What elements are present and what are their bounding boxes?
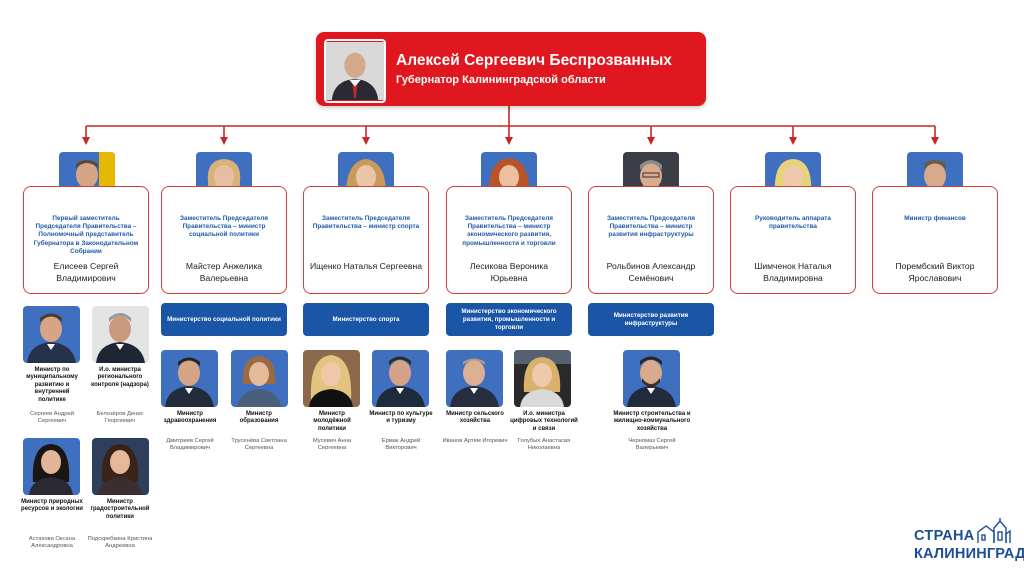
person-portrait-icon	[446, 350, 503, 407]
minister-name: Трусенёва Светлана Сергеевна	[231, 438, 287, 452]
deputy-name: Шимченок Наталья Владимировна	[754, 261, 832, 283]
person-portrait-icon	[231, 350, 288, 407]
deputy-position: Заместитель Председателя Правительства –…	[179, 215, 269, 239]
ministry-label-economy: Министерство экономического развития, пр…	[446, 303, 572, 336]
minister-name: Дмитриев Сергей Владимирович	[166, 438, 214, 452]
governor-title: Губернатор Калининградской области	[396, 74, 606, 86]
governor-box: Алексей Сергеевич Беспрозванных Губернат…	[316, 32, 706, 106]
deputy-card-3: Заместитель Председателя Правительства –…	[446, 186, 572, 294]
minister-name: Подскребкина Кристина Андреевна	[87, 536, 153, 550]
deputy-card-4: Заместитель Председателя Правительства –…	[588, 186, 714, 294]
ministry-label-sport: Министерство спорта	[303, 303, 429, 336]
minister-photo-7	[372, 350, 429, 407]
deputy-position: Первый заместитель Председателя Правител…	[33, 215, 139, 255]
minister-photo-8	[446, 350, 503, 407]
deputy-card-2: Заместитель Председателя Правительства –…	[303, 186, 429, 294]
logo-line-1: СТРАНА	[914, 528, 975, 544]
minister-position: Министр образования	[239, 411, 279, 425]
deputy-card-5: Руководитель аппарата правительства Шимч…	[730, 186, 856, 294]
minister-position: Министр природных ресурсов и экологии	[21, 499, 83, 513]
minister-name: Астахова Оксана Александровна	[28, 536, 76, 550]
minister-photo-10	[623, 350, 680, 407]
governor-name: Алексей Сергеевич Беспрозванных	[396, 52, 672, 69]
deputy-card-0: Первый заместитель Председателя Правител…	[23, 186, 149, 294]
person-portrait-icon	[514, 350, 571, 407]
minister-photo-3	[92, 438, 149, 495]
ministry-label-infrastructure: Министерство развития инфраструктуры	[588, 303, 714, 336]
minister-position: Министр градостроительной политики	[90, 499, 150, 520]
logo-line-2: КАЛИНИНГРАД	[914, 546, 1024, 562]
minister-position: Министр по культуре и туризму	[369, 411, 433, 425]
person-portrait-icon	[623, 350, 680, 407]
person-portrait-icon	[303, 350, 360, 407]
deputy-position: Заместитель Председателя Правительства –…	[462, 215, 556, 247]
minister-position: Министр сельского хозяйства	[446, 411, 504, 425]
person-portrait-icon	[23, 438, 80, 495]
minister-position: И.о. министра регионального контроля (на…	[91, 367, 149, 388]
minister-photo-9	[514, 350, 571, 407]
person-portrait-icon	[161, 350, 218, 407]
person-portrait-icon	[326, 42, 384, 100]
cathedral-icon	[977, 518, 1011, 543]
minister-position: Министр здравоохранения	[163, 411, 217, 425]
deputy-position: Руководитель аппарата правительства	[755, 215, 831, 231]
minister-name: Голубых Анастасия Николаевна	[517, 438, 571, 452]
minister-name: Сергеев Андрей Сергеевич	[30, 411, 74, 425]
minister-photo-0	[23, 306, 80, 363]
minister-position: Министр строительства и жилищно-коммунал…	[613, 411, 691, 432]
deputy-position: Заместитель Председателя Правительства –…	[606, 215, 696, 239]
governor-photo	[324, 39, 386, 103]
minister-photo-4	[161, 350, 218, 407]
person-portrait-icon	[92, 438, 149, 495]
minister-photo-6	[303, 350, 360, 407]
minister-name: Белозёров Денис Георгиевич	[96, 411, 144, 425]
ministry-label-social: Министерство социальной политики	[161, 303, 287, 336]
strana-kaliningrad-logo: СТРАНА КАЛИНИНГРАД	[914, 518, 1024, 568]
deputy-position: Заместитель Председателя Правительства –…	[312, 215, 420, 231]
deputy-name: Елисеев Сергей Владимирович	[53, 261, 119, 283]
deputy-name: Лесикова Вероника Юрьевна	[469, 261, 549, 283]
minister-name: Ермак Андрей Викторович	[381, 438, 421, 452]
deputy-name: Рольбинов Александр Семёнович	[606, 261, 696, 283]
deputy-name: Порембский Виктор Ярославович	[895, 261, 975, 283]
minister-photo-1	[92, 306, 149, 363]
person-portrait-icon	[23, 306, 80, 363]
minister-position: Министр по муниципальному развитию и вну…	[26, 367, 78, 403]
minister-photo-2	[23, 438, 80, 495]
person-portrait-icon	[372, 350, 429, 407]
deputy-name: Майстер Анжелика Валерьевна	[185, 261, 263, 283]
minister-name: Мусевич Анна Сергеевна	[312, 438, 352, 452]
minister-photo-5	[231, 350, 288, 407]
minister-name: Иванов Артём Игоревич	[442, 438, 508, 444]
deputy-card-6: Министр финансов Порембский Виктор Яросл…	[872, 186, 998, 294]
deputy-card-1: Заместитель Председателя Правительства –…	[161, 186, 287, 294]
deputy-name: Ищенко Наталья Сергеевна	[309, 261, 422, 271]
minister-name: Черномаз Сергей Валерьевич	[628, 438, 676, 452]
deputy-position: Министр финансов	[904, 215, 966, 222]
minister-position: И.о. министра цифровых технологий и связ…	[510, 411, 578, 432]
minister-position: Министр молодёжной политики	[313, 411, 351, 432]
person-portrait-icon	[92, 306, 149, 363]
